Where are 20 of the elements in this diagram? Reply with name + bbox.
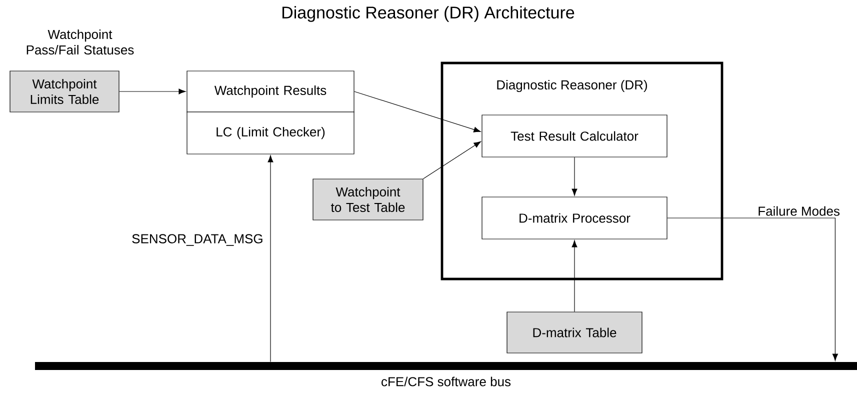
arrow [354, 91, 481, 132]
table-box: Watchpoint Limits Table [10, 70, 120, 112]
process-box: Test Result Calculator [482, 114, 668, 158]
arrow [119, 88, 186, 94]
arrow [667, 218, 838, 361]
software-bus-bar: cFE/CFS software bus [35, 362, 857, 386]
edge-label: SENSOR_DATA_MSG [130, 233, 264, 247]
process-box: LC (Limit Checker) [186, 112, 354, 154]
process-box: Watchpoint Results [186, 70, 354, 112]
note-label: Watchpoint Pass/Fail Statuses [26, 29, 134, 55]
edge-label: Failure Modes [756, 205, 841, 217]
arrow [268, 155, 274, 362]
table-box: D-matrix Table [506, 312, 642, 354]
process-box: D-matrix Processor [482, 196, 668, 240]
diagram-title: Diagnostic Reasoner (DR) Architecture [282, 6, 574, 22]
arrow [572, 240, 578, 312]
arrow [423, 141, 481, 179]
node-label: cFE/CFS software bus [382, 376, 511, 386]
arrow [572, 157, 578, 196]
table-box: Watchpoint to Test Table [312, 178, 424, 220]
